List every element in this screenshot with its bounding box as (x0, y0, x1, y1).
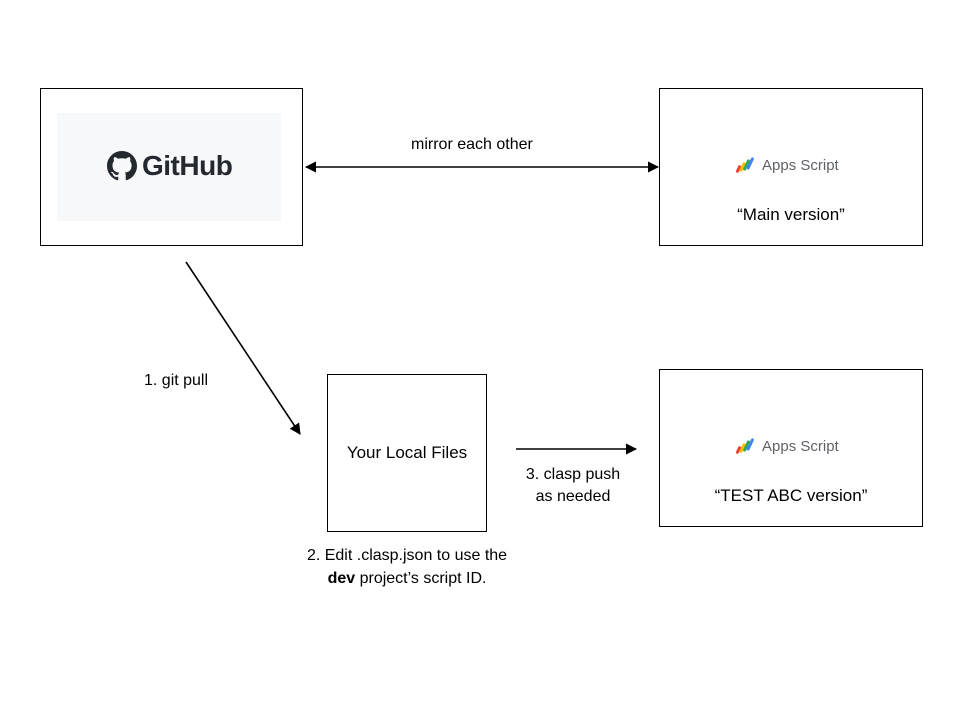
main-version-caption: “Main version” (737, 205, 845, 224)
github-logo: GitHub (107, 150, 233, 182)
mirror-label: mirror each other (411, 136, 533, 153)
dev-emphasis: dev (327, 570, 356, 587)
edit-clasp-note: 2. Edit .clasp.json to use the dev proje… (276, 544, 538, 590)
apps-script-icon (736, 438, 754, 454)
apps-script-logo-text: Apps Script (762, 156, 839, 174)
main-version-box: Apps Script “Main version” (659, 88, 923, 246)
test-version-caption: “TEST ABC version” (714, 486, 868, 505)
edit-clasp-note-line2: dev project’s script ID. (276, 567, 538, 590)
apps-script-logo-text: Apps Script (762, 437, 839, 455)
clasp-push-label-line2: as needed (535, 488, 611, 505)
edit-clasp-note-line1: 2. Edit .clasp.json to use the (306, 547, 508, 564)
github-logo-text: GitHub (142, 150, 233, 181)
clasp-push-label-line1: 3. clasp push (525, 466, 621, 483)
github-box: GitHub (40, 88, 303, 246)
git-pull-arrow (185, 261, 301, 435)
test-version-box: Apps Script “TEST ABC version” (659, 369, 923, 527)
apps-script-logo: Apps Script (736, 156, 839, 174)
github-octocat-icon (107, 151, 137, 181)
edit-clasp-note-line2-rest: project’s script ID. (355, 570, 487, 587)
local-files-label: Your Local Files (346, 443, 468, 462)
git-pull-label: 1. git pull (144, 372, 209, 389)
apps-script-icon (736, 157, 754, 173)
github-logo-background (57, 113, 281, 221)
clasp-push-label: 3. clasp push as needed (505, 464, 641, 508)
apps-script-logo: Apps Script (736, 437, 839, 455)
local-files-box: Your Local Files (327, 374, 487, 532)
